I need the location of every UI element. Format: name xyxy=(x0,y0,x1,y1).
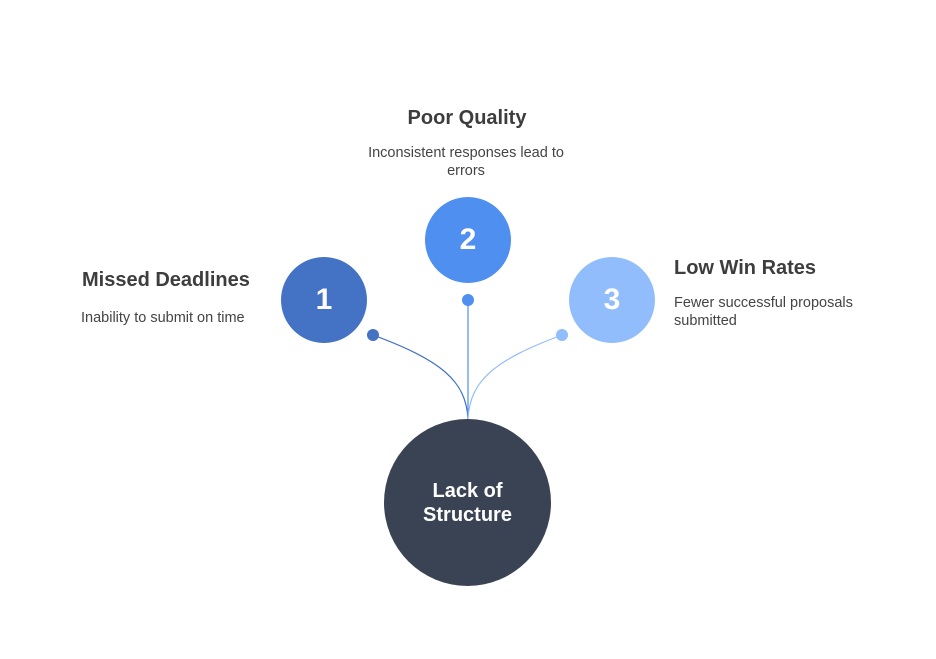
item-title-2: Poor Quality xyxy=(407,107,527,129)
item-description-1: Inability to submit on time xyxy=(81,310,245,326)
step-number-3: 3 xyxy=(603,283,621,316)
central-label-line-1: Lack of xyxy=(432,479,503,502)
connector-dot-1 xyxy=(367,329,379,341)
step-circle-3: 3 xyxy=(569,257,655,343)
item-description-3: Fewer successful proposals submitted xyxy=(674,295,853,329)
connector-dot-3 xyxy=(556,329,568,341)
connector-line-3 xyxy=(467,334,563,420)
step-number-1: 1 xyxy=(315,283,333,316)
item-description-2: Inconsistent responses lead to errors xyxy=(368,145,564,179)
step-circle-1: 1 xyxy=(281,257,367,343)
central-label: Lack of Structure xyxy=(423,479,512,527)
central-label-line-2: Structure xyxy=(423,503,512,526)
item-title-3: Low Win Rates xyxy=(674,257,817,279)
step-number-2: 2 xyxy=(459,223,477,256)
step-circle-2: 2 xyxy=(425,197,511,283)
connector-line-1 xyxy=(372,334,469,420)
central-circle: Lack of Structure xyxy=(384,419,551,586)
item-title-1: Missed Deadlines xyxy=(82,269,250,291)
connector-dot-2 xyxy=(462,294,474,306)
